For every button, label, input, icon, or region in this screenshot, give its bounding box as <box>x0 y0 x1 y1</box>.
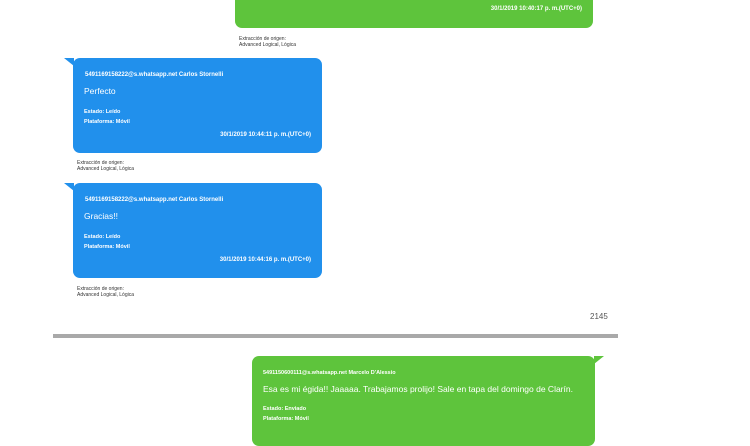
message-timestamp: 30/1/2019 10:40:17 p. m.(UTC+0) <box>490 6 582 12</box>
message-timestamp: 30/1/2019 10:44:11 p. m.(UTC+0) <box>220 132 311 138</box>
message-platform: Plataforma: Móvil <box>84 244 130 250</box>
page-separator <box>53 334 618 338</box>
message-bubble-outgoing: 5491150600111@s.whatsapp.net Marcelo D'A… <box>252 356 604 446</box>
message-platform: Plataforma: Móvil <box>84 119 130 125</box>
message-bubble-incoming: 5491169158222@s.whatsapp.net Carlos Stor… <box>64 58 322 153</box>
message-sender: 5491169158222@s.whatsapp.net Carlos Stor… <box>85 197 224 203</box>
message-status: Estado: Leído <box>84 109 121 115</box>
message-text: Esa es mi égida!! Jaaaaa. Trabajamos pro… <box>263 384 573 394</box>
bubble-tail <box>64 58 74 66</box>
message-sender: 5491150600111@s.whatsapp.net Marcelo D'A… <box>263 370 396 376</box>
message-bubble-incoming: 5491169158222@s.whatsapp.net Carlos Stor… <box>64 183 322 278</box>
extraction-source: Extracción de origen: Advanced Logical, … <box>239 36 296 48</box>
extraction-source: Extracción de origen: Advanced Logical, … <box>77 160 134 172</box>
message-text: Gracias!! <box>84 211 119 221</box>
extraction-source: Extracción de origen: Advanced Logical, … <box>77 286 134 298</box>
bubble-tail <box>64 183 74 191</box>
message-bubble-outgoing-top: 30/1/2019 10:40:17 p. m.(UTC+0) <box>235 0 593 28</box>
message-text: Perfecto <box>84 86 116 96</box>
message-status: Estado: Leído <box>84 234 121 240</box>
message-platform: Plataforma: Móvil <box>263 416 309 422</box>
message-timestamp: 30/1/2019 10:44:16 p. m.(UTC+0) <box>219 257 311 263</box>
message-sender: 5491169158222@s.whatsapp.net Carlos Stor… <box>85 72 224 78</box>
bubble-tail <box>594 356 604 364</box>
page-number: 2145 <box>590 312 608 321</box>
message-status: Estado: Enviado <box>263 406 307 412</box>
